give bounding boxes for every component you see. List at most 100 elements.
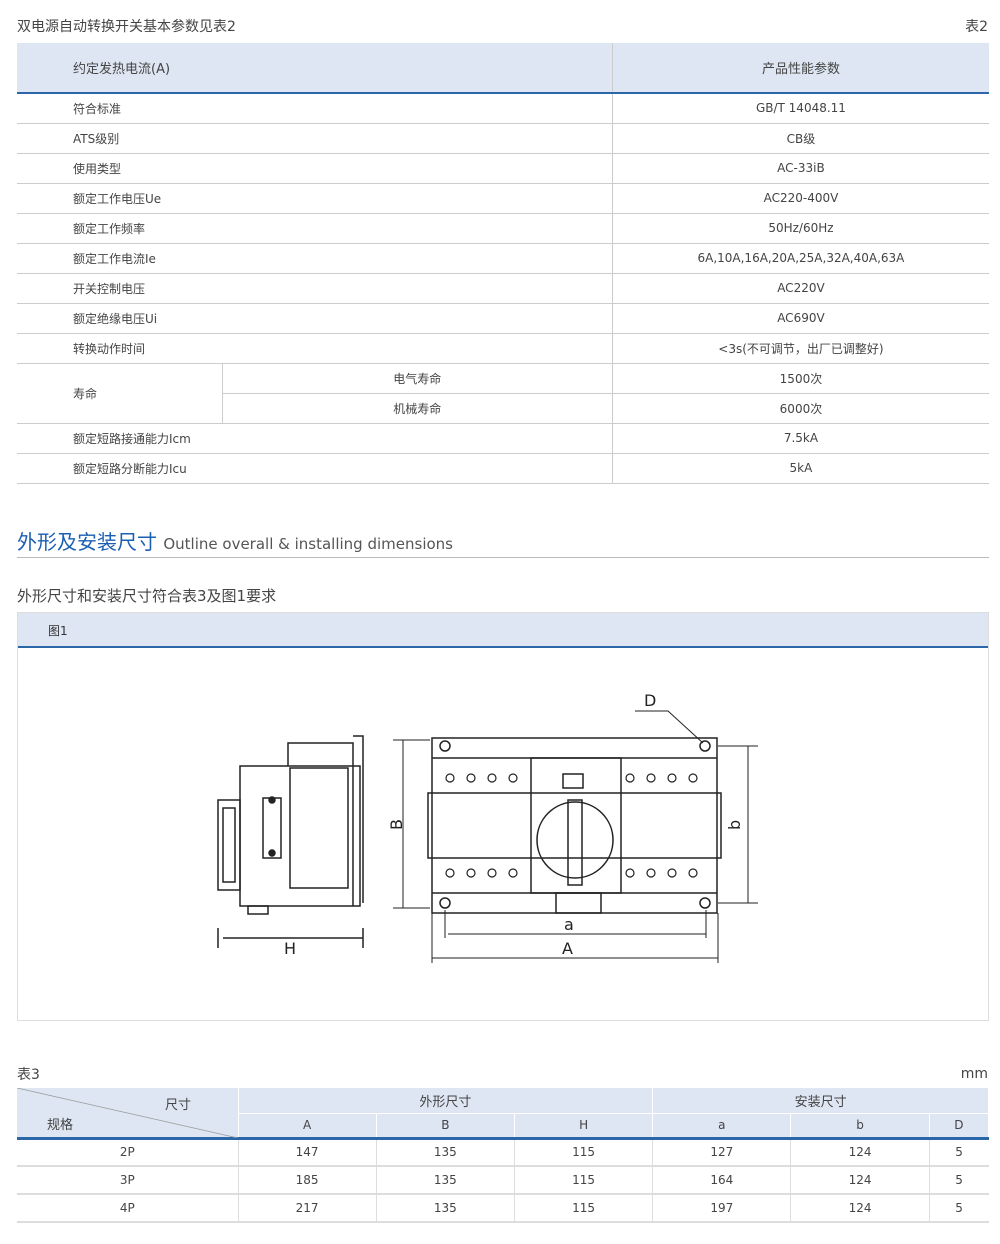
spec-label: 2P: [17, 1138, 239, 1167]
cell-value: 135: [376, 1166, 515, 1195]
cell-value: 115: [514, 1138, 654, 1167]
table2-caption: 双电源自动转换开关基本参数见表2: [17, 19, 236, 35]
col-header: b: [790, 1113, 930, 1140]
col-header: B: [376, 1113, 515, 1140]
diagonal-line: [17, 1088, 238, 1138]
dim-b: b: [725, 820, 744, 830]
section-subtitle: 外形尺寸和安装尺寸符合表3及图1要求: [17, 587, 277, 605]
corner-top: 尺寸: [165, 1098, 192, 1113]
param-value: GB/T 14048.11: [612, 93, 989, 124]
cell-value: 5: [929, 1194, 989, 1223]
table3-label: 表3: [17, 1067, 40, 1083]
col-header: A: [238, 1113, 377, 1140]
param-label: 额定工作电流Ie: [17, 243, 613, 274]
table-row: 转换动作时间<3s(不可调节，出厂已调整好): [17, 333, 989, 364]
cell-value: 135: [376, 1138, 515, 1167]
table3-unit: mm: [960, 1066, 988, 1082]
cell-value: 124: [790, 1166, 930, 1195]
col-header: H: [514, 1113, 654, 1140]
cell-value: 124: [790, 1138, 930, 1167]
cell-value: 127: [652, 1138, 792, 1167]
cell-value: 124: [790, 1194, 930, 1223]
dimension-lines: [393, 710, 758, 963]
param-value: AC220-400V: [612, 183, 989, 214]
cell-value: 5: [929, 1166, 989, 1195]
figure-label: 图1: [18, 613, 988, 648]
param-label: 寿命: [17, 363, 223, 424]
table2-label: 表2: [965, 19, 988, 35]
param-value: CB级: [612, 123, 989, 154]
header-params: 产品性能参数: [612, 43, 989, 94]
cell-value: 185: [238, 1166, 377, 1195]
corner-bottom: 规格: [47, 1118, 74, 1133]
spec-label: 3P: [17, 1166, 239, 1195]
side-view: [217, 735, 364, 948]
param-value: AC-33iB: [612, 153, 989, 184]
param-value: 6A,10A,16A,20A,25A,32A,40A,63A: [612, 243, 989, 274]
param-label: 额定工作频率: [17, 213, 613, 244]
param-sublabel: 机械寿命: [222, 393, 613, 424]
cell-value: 115: [514, 1194, 654, 1223]
dim-H: H: [284, 939, 296, 958]
param-value: 50Hz/60Hz: [612, 213, 989, 244]
param-label: 额定短路分断能力Icu: [17, 453, 613, 484]
cell-value: 147: [238, 1138, 377, 1167]
param-value: 5kA: [612, 453, 989, 484]
corner-cell: 尺寸 规格: [17, 1088, 239, 1140]
param-value: 7.5kA: [612, 423, 989, 454]
cell-value: 217: [238, 1194, 377, 1223]
figure-box: 图1 D B b a A H: [17, 612, 989, 1021]
param-value: 1500次: [612, 363, 989, 394]
param-label: 使用类型: [17, 153, 613, 184]
spec-label: 4P: [17, 1194, 239, 1223]
param-value: <3s(不可调节，出厂已调整好): [612, 333, 989, 364]
param-label: ATS级别: [17, 123, 613, 154]
header-current: 约定发热电流(A): [17, 43, 613, 94]
dim-A: A: [562, 939, 573, 958]
section-title: 外形及安装尺寸 Outline overall & installing dim…: [17, 526, 453, 555]
group-install: 安装尺寸: [652, 1088, 989, 1114]
dimension-drawing: D B b a A H: [217, 691, 758, 963]
dim-B: B: [387, 819, 406, 830]
param-label: 开关控制电压: [17, 273, 613, 304]
section-title-cn: 外形及安装尺寸: [17, 530, 157, 554]
param-label: 额定工作电压Ue: [17, 183, 613, 214]
divider: [17, 557, 989, 558]
param-label: 转换动作时间: [17, 333, 613, 364]
cell-value: 197: [652, 1194, 792, 1223]
param-label: 符合标准: [17, 93, 613, 124]
param-value: 6000次: [612, 393, 989, 424]
param-value: AC220V: [612, 273, 989, 304]
cell-value: 115: [514, 1166, 654, 1195]
group-outline: 外形尺寸: [238, 1088, 654, 1114]
col-header: D: [929, 1113, 990, 1140]
dim-a: a: [564, 915, 574, 934]
dim-D: D: [644, 691, 656, 710]
cell-value: 164: [652, 1166, 792, 1195]
param-label: 额定短路接通能力Icm: [17, 423, 613, 454]
cell-value: 135: [376, 1194, 515, 1223]
param-label: 额定绝缘电压Ui: [17, 303, 613, 334]
col-header: a: [652, 1113, 792, 1140]
section-title-en: Outline overall & installing dimensions: [163, 535, 453, 553]
param-sublabel: 电气寿命: [222, 363, 613, 394]
front-view: [427, 737, 722, 914]
cell-value: 5: [929, 1138, 989, 1167]
